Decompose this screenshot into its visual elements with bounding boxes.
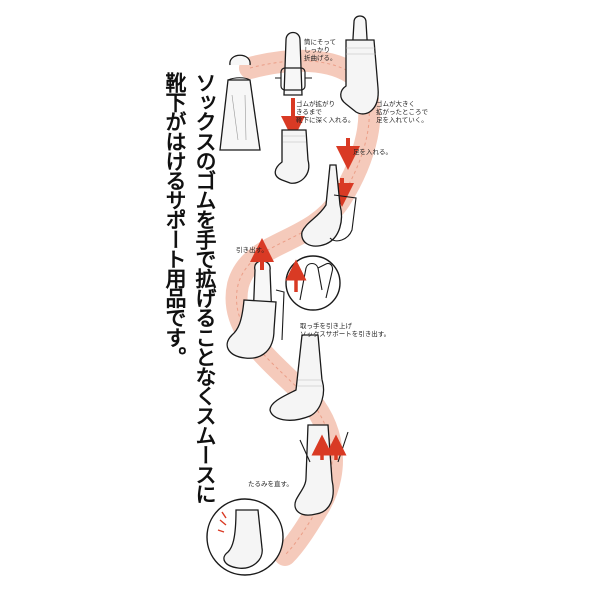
caption-smooth: たるみを直す。 — [248, 480, 293, 488]
step2-fold — [274, 31, 312, 184]
step3-spread — [336, 15, 379, 170]
caption-pull-out: 引き出す。 — [236, 246, 268, 254]
step6-leg — [269, 334, 325, 421]
caption-spread: ゴムが大きく 拡がったところで 足を入れていく。 — [376, 100, 428, 124]
caption-foot-in: 足を入れる。 — [353, 148, 392, 156]
foot-icon — [301, 164, 357, 247]
caption-lift: 取っ手を引き上げ ソックスサポートを引き出す。 — [300, 322, 391, 338]
step1-tool — [219, 54, 261, 151]
main-title: ソックスのゴムを手で拡げることなくスムースに靴下がはけるサポート用品です。 — [163, 72, 217, 504]
hand-inset — [285, 255, 341, 311]
caption-fold: 筒にそって しっかり 折曲げる。 — [304, 38, 337, 62]
final-inset — [206, 498, 284, 576]
step4-foot-in — [301, 164, 357, 247]
sock-icon — [274, 129, 310, 184]
step7-smooth — [294, 424, 349, 516]
caption-insert: ゴムが拡がり きるまで 靴下に深く入れる。 — [296, 100, 355, 124]
sock-support-tool-icon — [219, 54, 261, 151]
step5-pull — [226, 238, 285, 359]
